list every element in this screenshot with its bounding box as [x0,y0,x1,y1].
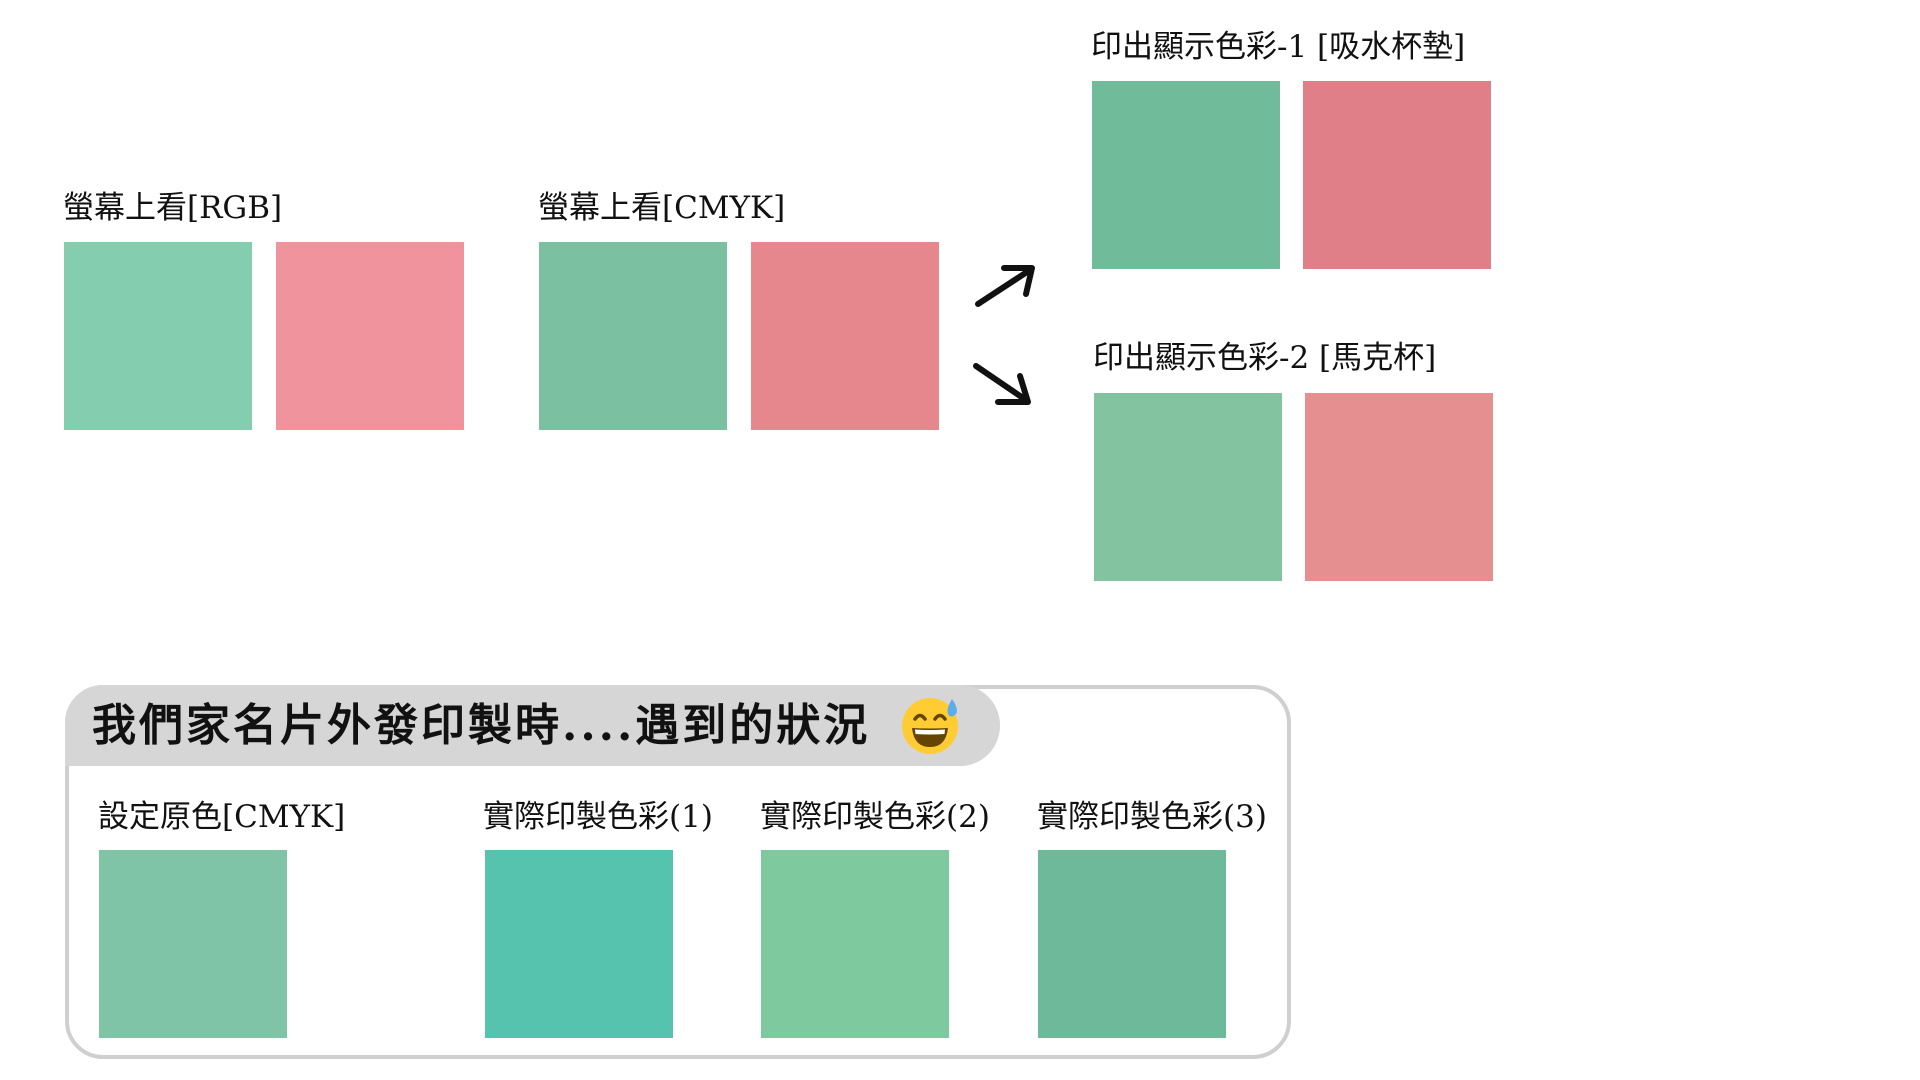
panel-banner [65,685,1000,766]
print2-green-swatch [1094,393,1282,581]
actual-print-2-swatch [761,850,949,1038]
arrow-down-right-icon [973,363,1031,405]
print-result-1-label: 印出顯示色彩-1 [吸水杯墊] [1091,29,1466,65]
print2-pink-swatch [1305,393,1493,581]
arrow-up-right-icon [975,265,1035,307]
actual-print-3-label: 實際印製色彩(3) [1037,799,1267,835]
panel-banner-title: 我們家名片外發印製時....遇到的狀況 [92,700,871,751]
cmyk-screen-label: 螢幕上看[CMYK] [538,190,786,226]
set-color-label: 設定原色[CMYK] [98,799,346,835]
actual-print-1-swatch [485,850,673,1038]
print1-pink-swatch [1303,81,1491,269]
actual-print-3-swatch [1038,850,1226,1038]
cmyk-green-swatch [539,242,727,430]
set-color-swatch [99,850,287,1038]
print1-green-swatch [1092,81,1280,269]
rgb-green-swatch [64,242,252,430]
rgb-pink-swatch [276,242,464,430]
cmyk-pink-swatch [751,242,939,430]
sweat-smile-emoji-icon [902,698,958,754]
actual-print-1-label: 實際印製色彩(1) [483,799,713,835]
print-result-2-label: 印出顯示色彩-2 [馬克杯] [1093,340,1437,376]
rgb-screen-label: 螢幕上看[RGB] [63,190,283,226]
actual-print-2-label: 實際印製色彩(2) [760,799,990,835]
